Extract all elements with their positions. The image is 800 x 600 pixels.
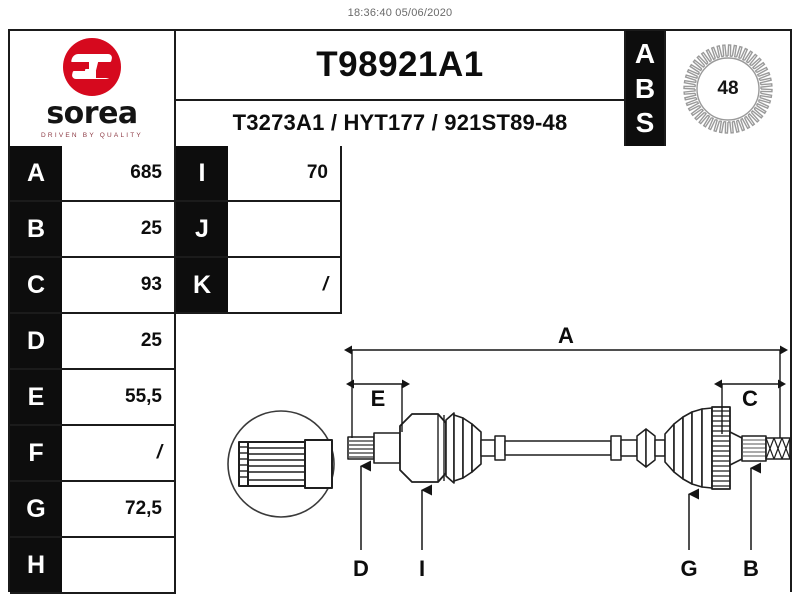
callout-label-b: B (743, 556, 759, 581)
datasheet-frame: sorea DRIVEN BY QUALITY T98921A1 T3273A1… (8, 29, 792, 594)
spec-row: F / (10, 426, 176, 482)
abs-tone-ring-gear-icon (683, 43, 773, 134)
spec-value-i: 70 (228, 146, 340, 200)
spec-row: G 72,5 (10, 482, 176, 538)
dimension-label-c: C (742, 386, 758, 411)
spec-row: I 70 (176, 146, 340, 202)
abs-letter-a: A (634, 38, 656, 70)
callout-label-g: G (680, 556, 697, 581)
spec-value-e: 55,5 (62, 370, 174, 424)
spec-key-k: K (176, 258, 228, 312)
spec-key-j: J (176, 202, 228, 256)
abs-letter-s: S (635, 106, 655, 138)
cross-reference-row: T3273A1 / HYT177 / 921ST89-48 (176, 101, 624, 144)
driveshaft-drawing-svg: A E C D I G B (227, 323, 790, 581)
spline-detail-circle-icon (227, 410, 335, 518)
part-number-row: T98921A1 (176, 31, 624, 101)
spec-value-a: 685 (62, 146, 174, 200)
header-band: sorea DRIVEN BY QUALITY T98921A1 T3273A1… (10, 31, 790, 146)
cross-references: T3273A1 / HYT177 / 921ST89-48 (232, 109, 568, 135)
abs-ring-cell: 48 (666, 31, 790, 146)
spec-value-f: / (62, 426, 174, 480)
abs-letter-b: B (634, 72, 656, 104)
spec-key-g: G (10, 482, 62, 536)
spec-value-g: 72,5 (62, 482, 174, 536)
dimension-label-a: A (558, 323, 574, 348)
spec-table-left: A 685 B 25 C 93 D 25 E 55,5 F / (10, 146, 176, 594)
part-number: T98921A1 (316, 45, 484, 84)
spec-key-b: B (10, 202, 62, 256)
abs-label: A B S (626, 31, 666, 146)
abs-ring-teeth-count: 48 (717, 77, 739, 99)
spec-key-d: D (10, 314, 62, 368)
sorea-s-logo-icon (63, 38, 121, 96)
spec-value-c: 93 (62, 258, 174, 312)
spec-row: H (10, 538, 176, 594)
dimension-label-e: E (371, 386, 386, 411)
title-block: T98921A1 T3273A1 / HYT177 / 921ST89-48 (176, 31, 626, 146)
driveshaft-drawing: A E C D I G B (176, 314, 790, 594)
spec-row: J (176, 202, 340, 258)
spec-value-b: 25 (62, 202, 174, 256)
spec-key-h: H (10, 538, 62, 592)
spec-row: B 25 (10, 202, 176, 258)
spec-key-a: A (10, 146, 62, 200)
spec-key-f: F (10, 426, 62, 480)
spec-value-d: 25 (62, 314, 174, 368)
spec-value-h (62, 538, 174, 592)
spec-key-e: E (10, 370, 62, 424)
spec-row: C 93 (10, 258, 176, 314)
callout-label-i: I (419, 556, 425, 581)
spec-key-c: C (10, 258, 62, 312)
spec-table-right: I 70 J K / (176, 146, 342, 314)
spec-row: K / (176, 258, 340, 314)
spec-row: E 55,5 (10, 370, 176, 426)
brand-tagline: DRIVEN BY QUALITY (41, 132, 143, 139)
spec-row: A 685 (10, 146, 176, 202)
spec-row: D 25 (10, 314, 176, 370)
brand-logo-cell: sorea DRIVEN BY QUALITY (10, 31, 176, 146)
spec-value-k: / (228, 258, 340, 312)
callout-label-d: D (353, 556, 369, 581)
spec-key-i: I (176, 146, 228, 200)
brand-name: sorea (46, 96, 138, 131)
spec-value-j (228, 202, 340, 256)
timestamp: 18:36:40 05/06/2020 (347, 7, 453, 19)
